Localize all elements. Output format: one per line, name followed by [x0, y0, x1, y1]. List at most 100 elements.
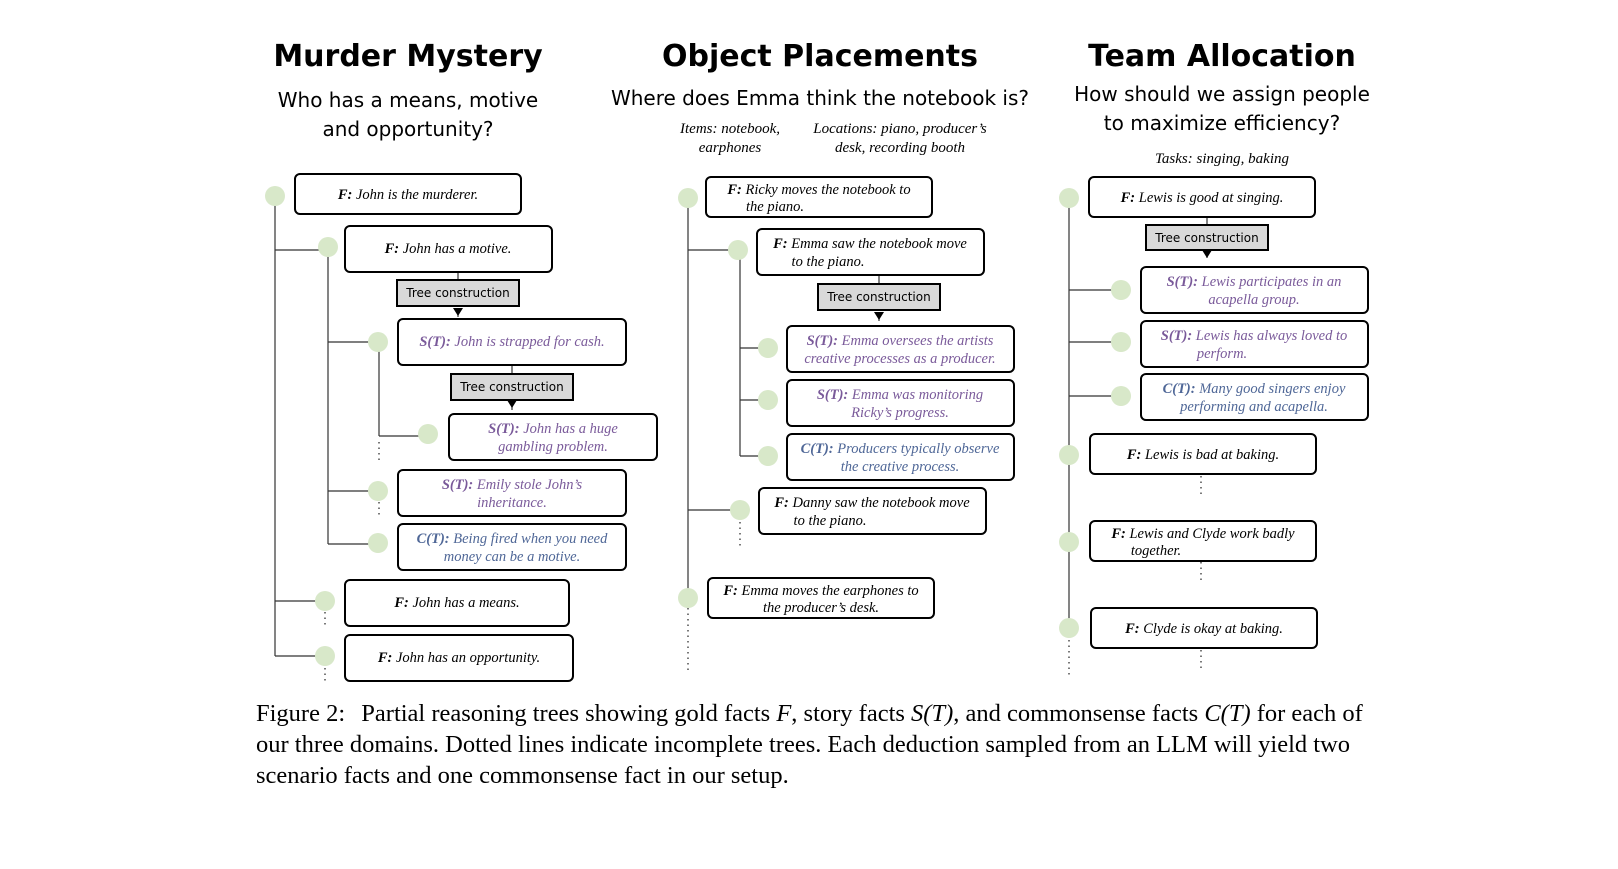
gold-fact-text: F: John is the murderer. [337, 187, 478, 203]
story-fact-box [1140, 320, 1369, 368]
figure-caption: Figure 2: Partial reasoning trees showin… [256, 698, 1366, 791]
items-line-1: Items: notebook, [679, 121, 780, 137]
story-fact-text: S(T): Emma was monitoring [817, 387, 983, 403]
node-dot [678, 588, 698, 608]
commonsense-fact-box [1140, 373, 1369, 421]
story-fact-box [397, 318, 627, 366]
gold-fact-box [344, 579, 570, 627]
node-dot [1111, 332, 1131, 352]
commonsense-fact-text: C(T): Being fired when you need [417, 531, 608, 547]
story-fact-text: S(T): Lewis participates in an [1167, 274, 1342, 290]
gold-fact-box [707, 577, 935, 619]
commonsense-fact-text-line-2: money can be a motive. [444, 549, 581, 565]
story-fact-box [397, 469, 627, 517]
gold-fact-text-line-2: together. [1131, 543, 1181, 559]
tree-construction-label: Tree construction [1154, 231, 1258, 245]
gold-fact-text: F: Lewis is good at singing. [1120, 190, 1284, 206]
arrow-head [874, 312, 884, 320]
gold-fact-box [1089, 520, 1317, 562]
node-dot [368, 533, 388, 553]
node-dot [1059, 445, 1079, 465]
node-dot [318, 237, 338, 257]
commonsense-fact-box [397, 523, 627, 571]
tree-edge [1068, 198, 1121, 628]
gold-fact-text: F: John has an opportunity. [377, 650, 540, 666]
gold-fact-box [344, 225, 553, 273]
caption-math: F [776, 700, 792, 727]
gold-fact-text-line-2: to the piano. [794, 513, 867, 529]
node-dot [758, 338, 778, 358]
caption-math: S(T) [911, 700, 954, 727]
story-fact-text-line-2: Ricky’s progress. [850, 405, 949, 421]
story-fact-box [448, 413, 658, 461]
panel-question-line-1: How should we assign people [1074, 82, 1370, 106]
items-line-2: earphones [699, 140, 762, 156]
caption-text: , and commonsense facts [953, 700, 1205, 727]
gold-fact-box [756, 228, 985, 276]
panel-question-line-2: and opportunity? [322, 117, 493, 141]
story-fact-text: S(T): John has a huge [488, 421, 618, 437]
commonsense-fact-text-line-2: performing and acapella. [1179, 399, 1328, 415]
gold-fact-text: F: Lewis is bad at baking. [1126, 447, 1279, 463]
commonsense-fact-box [786, 433, 1015, 481]
caption-text: , story facts [791, 700, 912, 727]
story-fact-box [786, 379, 1015, 427]
tree-edge [739, 250, 768, 457]
gold-fact-box [344, 634, 574, 682]
node-dot [1111, 280, 1131, 300]
story-fact-text-line-2: gambling problem. [498, 439, 608, 455]
panel-team-allocation: Team Allocation How should we assign peo… [1059, 39, 1370, 676]
gold-fact-box [705, 176, 933, 218]
gold-fact-text-line-2: the producer’s desk. [763, 600, 879, 616]
tree-construction-label: Tree construction [459, 380, 563, 394]
caption-text: for each of our three domains. Dotted li… [256, 700, 1363, 789]
commonsense-fact-text: C(T): Many good singers enjoy [1163, 381, 1346, 397]
tree-construction-label: Tree construction [405, 286, 509, 300]
story-fact-text: S(T): Emily stole John’s [442, 477, 583, 493]
gold-fact-box [1089, 433, 1317, 475]
panel-murder-mystery: Murder Mystery Who has a means, motive a… [265, 39, 658, 684]
incomplete-tree-dots [1068, 476, 1202, 676]
node-dot [730, 500, 750, 520]
panel-title: Murder Mystery [273, 39, 543, 74]
caption-text: Partial reasoning trees showing gold fac… [361, 700, 777, 727]
node-dot [315, 591, 335, 611]
story-fact-text: S(T): Emma oversees the artists [807, 333, 994, 349]
gold-fact-box [294, 173, 522, 215]
node-dot [1059, 618, 1079, 638]
gold-fact-box [1090, 607, 1318, 649]
node-dot [418, 424, 438, 444]
locations-line-1: Locations: piano, producer’s [812, 121, 987, 137]
tree-construction-box [450, 373, 574, 401]
node-dot [678, 188, 698, 208]
tree-construction-box [1145, 224, 1269, 251]
panel-question: Where does Emma think the notebook is? [611, 86, 1029, 110]
gold-fact-text: F: Lewis and Clyde work badly [1110, 526, 1295, 542]
story-fact-text-line-2: creative processes as a producer. [804, 351, 995, 367]
tree-construction-label: Tree construction [826, 290, 930, 304]
panel-question-line-2: to maximize efficiency? [1104, 111, 1340, 135]
story-fact-text-line-2: acapella group. [1208, 292, 1299, 308]
gold-fact-text-line-2: to the piano. [792, 254, 865, 270]
gold-fact-text: F: Emma moves the earphones to [722, 583, 918, 599]
gold-fact-text-line-2: the piano. [746, 199, 804, 215]
node-dot [1111, 386, 1131, 406]
node-dot [758, 390, 778, 410]
tree-edge [327, 250, 378, 545]
commonsense-fact-text-line-2: the creative process. [841, 459, 960, 475]
story-fact-box [1140, 266, 1369, 314]
story-fact-text: S(T): Lewis has always loved to [1161, 328, 1348, 344]
locations-line-2: desk, recording booth [835, 140, 965, 156]
node-dot [265, 186, 285, 206]
node-dot [1059, 188, 1079, 208]
commonsense-fact-text: C(T): Producers typically observe [801, 441, 1000, 457]
panel-question-line-1: Who has a means, motive [278, 88, 538, 112]
gold-fact-text: F: Clyde is okay at baking. [1124, 621, 1283, 637]
panel-title: Object Placements [662, 39, 978, 74]
node-dot [368, 481, 388, 501]
gold-fact-text: F: John has a motive. [384, 241, 512, 257]
gold-fact-text: F: Ricky moves the notebook to [726, 182, 910, 198]
arrow-head [1202, 250, 1212, 258]
gold-fact-box [1088, 176, 1316, 218]
panel-title: Team Allocation [1088, 39, 1356, 74]
